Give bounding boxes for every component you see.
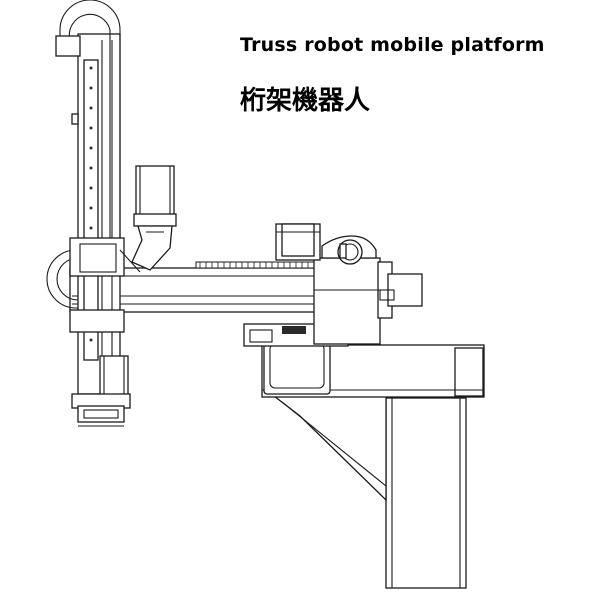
gripper [71, 355, 131, 427]
cable-chain-arc [55, 0, 121, 240]
diagonal-bracket [272, 395, 387, 502]
right-motor [275, 223, 321, 261]
vertical-column [71, 33, 121, 395]
left-motor [119, 165, 177, 273]
title-chinese: 桁架機器人 [240, 86, 371, 116]
gear-housing [321, 235, 377, 265]
right-carriage [313, 257, 423, 345]
title-english: Truss robot mobile platform [240, 34, 545, 56]
support-column [385, 397, 467, 589]
vertical-carriage [69, 237, 125, 333]
